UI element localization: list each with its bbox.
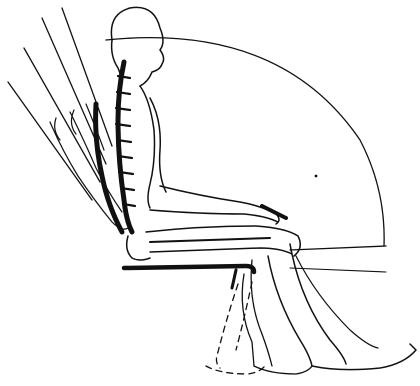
arc-point (315, 175, 318, 178)
